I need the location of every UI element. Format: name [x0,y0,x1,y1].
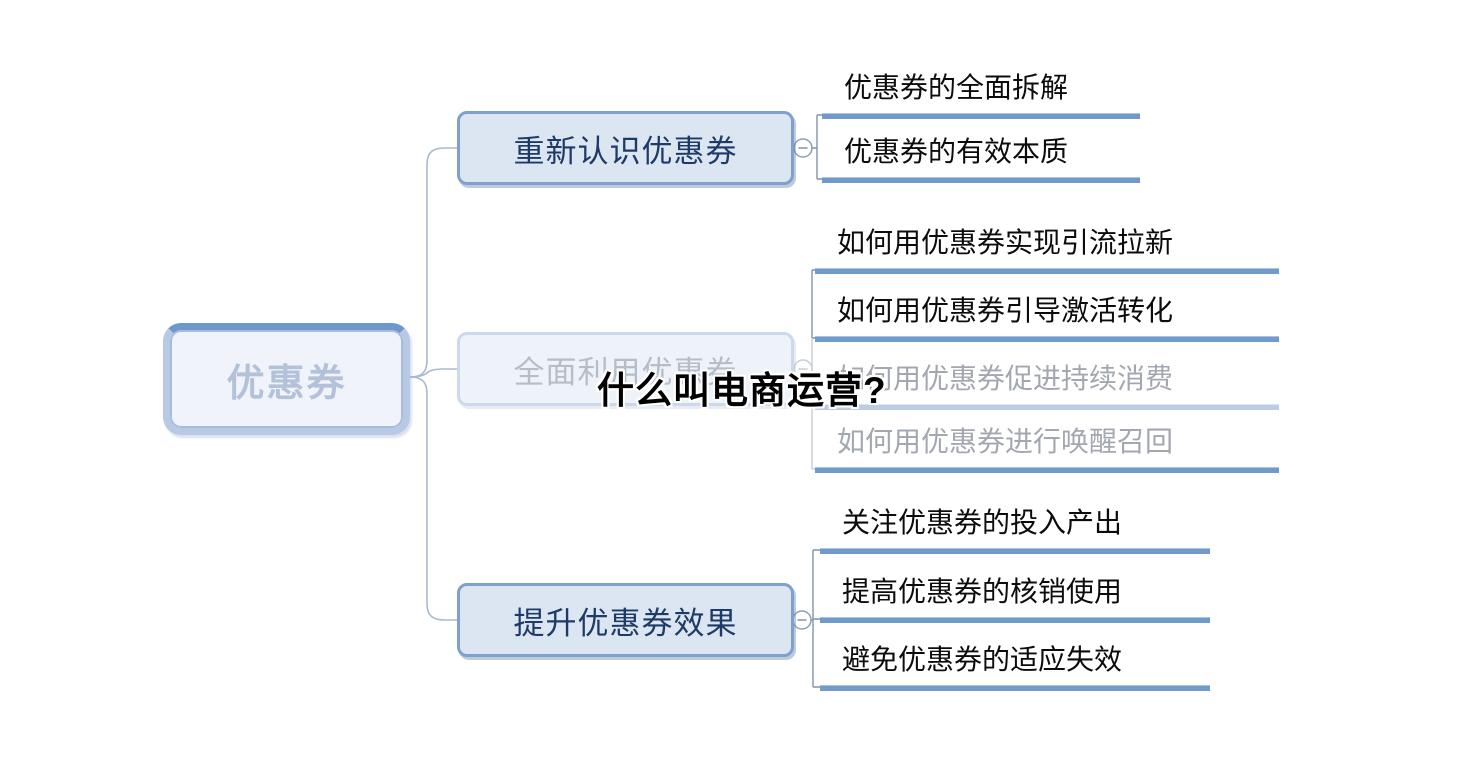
leaf-underline [822,113,1140,119]
leaf-node[interactable]: 如何用优惠券促进持续消费 [815,357,1279,410]
branch-node-1[interactable]: 重新认识优惠券 [457,111,794,185]
branch3-leaf-spine [811,549,820,688]
leaf-label: 提高优惠券的核销使用 [842,576,1123,607]
leaf-label: 避免优惠券的适应失效 [842,644,1123,675]
leaf-label: 优惠券的全面拆解 [844,72,1069,103]
leaf-node[interactable]: 关注优惠券的投入产出 [820,501,1210,554]
branch-node-3-label: 提升优惠券效果 [513,605,738,641]
leaf-underline [820,548,1210,554]
collapse-handle-branch2[interactable] [793,359,813,379]
leaf-node[interactable]: 如何用优惠券引导激活转化 [815,289,1279,342]
leaf-underline [815,268,1279,274]
leaf-underline [815,404,1279,410]
leaf-node[interactable]: 如何用优惠券进行唤醒召回 [815,420,1279,473]
leaf-underline [820,685,1210,691]
branch-node-3[interactable]: 提升优惠券效果 [457,583,794,657]
root-node-label: 优惠券 [226,362,347,405]
leaf-node[interactable]: 如何用优惠券实现引流拉新 [815,221,1279,274]
leaf-node[interactable]: 提高优惠券的核销使用 [820,570,1210,623]
branch-node-2-label: 全面利用优惠券 [513,354,738,390]
leaf-underline [815,467,1279,473]
branch2-leaf-spine [811,269,815,470]
branch-node-2[interactable]: 全面利用优惠券 [457,332,794,406]
branch-node-1-label: 重新认识优惠券 [513,133,738,169]
leaf-label: 如何用优惠券促进持续消费 [837,363,1174,394]
leaf-underline [820,617,1210,623]
leaf-node[interactable]: 优惠券的有效本质 [822,130,1140,183]
leaf-label: 如何用优惠券引导激活转化 [837,295,1174,326]
caption-overlay-text: 什么叫电商运营? [597,370,887,411]
root-branch-connectors [409,147,457,621]
leaf-label: 优惠券的有效本质 [844,136,1069,167]
root-node-coupon[interactable]: 优惠券 [163,323,410,435]
leaf-label: 如何用优惠券实现引流拉新 [837,227,1174,258]
leaf-node[interactable]: 优惠券的全面拆解 [822,66,1140,119]
leaf-node[interactable]: 避免优惠券的适应失效 [820,638,1210,691]
leaf-underline [815,336,1279,342]
collapse-handle-branch3[interactable] [792,610,812,630]
leaf-underline [822,177,1140,183]
branch1-leaf-spine [812,114,822,180]
leaf-label: 关注优惠券的投入产出 [842,507,1123,538]
leaf-label: 如何用优惠券进行唤醒召回 [837,426,1174,457]
collapse-handle-branch1[interactable] [793,138,813,158]
